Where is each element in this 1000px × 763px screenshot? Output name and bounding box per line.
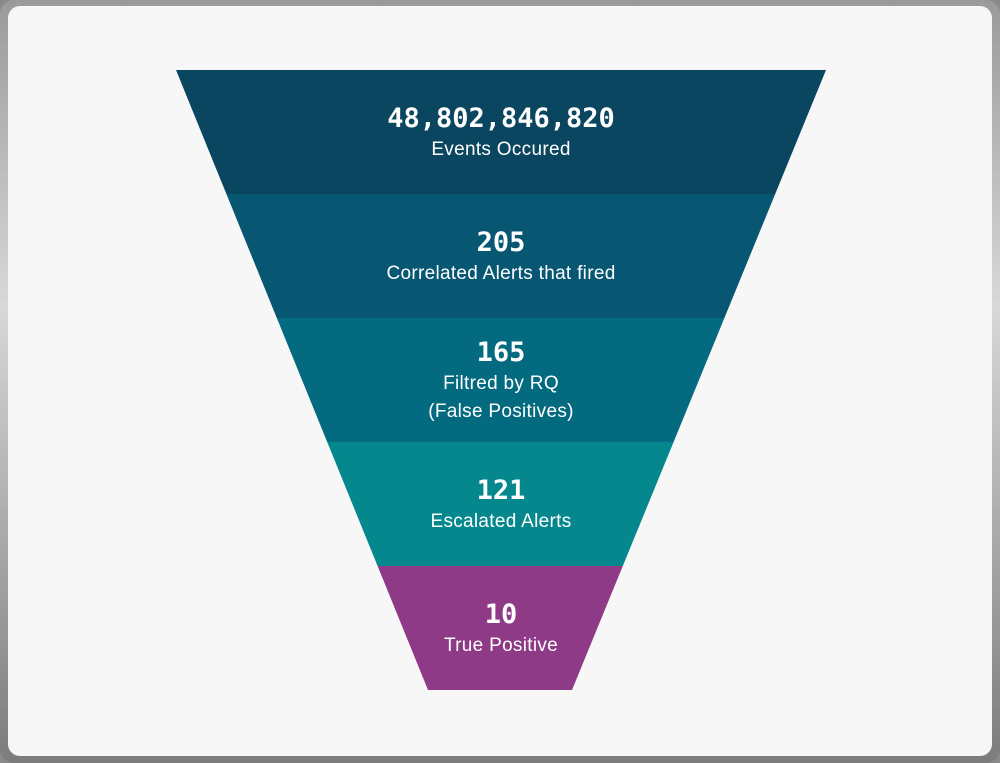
funnel-value-5: 10	[485, 599, 518, 630]
funnel-label-3-line-2: (False Positives)	[428, 401, 574, 422]
funnel-value-4: 121	[477, 475, 526, 506]
funnel-segment-1	[176, 70, 826, 194]
funnel-label-2: Correlated Alerts that fired	[386, 263, 615, 284]
funnel-segment-2	[226, 194, 776, 318]
funnel-value-1: 48,802,846,820	[387, 103, 615, 134]
funnel-segment-4	[327, 442, 674, 566]
funnel-label-3-line-1: Filtred by RQ	[443, 373, 559, 394]
funnel-value-2: 205	[477, 227, 526, 258]
funnel-label-1: Events Occured	[431, 139, 570, 160]
funnel-label-4: Escalated Alerts	[430, 511, 571, 532]
funnel-segment-5	[377, 566, 623, 690]
funnel-segment-3	[276, 318, 725, 442]
funnel-label-5: True Positive	[444, 635, 558, 656]
funnel-value-3: 165	[477, 337, 526, 368]
